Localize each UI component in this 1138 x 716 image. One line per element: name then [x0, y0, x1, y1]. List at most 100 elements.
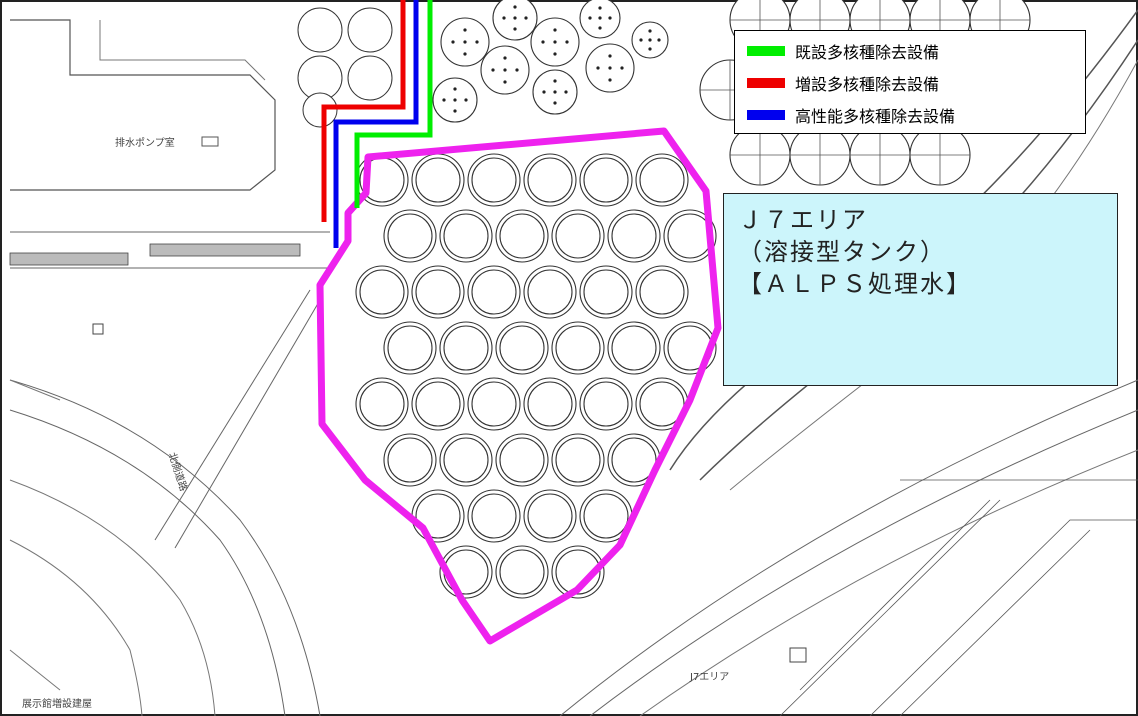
legend-swatch-red [747, 78, 785, 88]
area-contents: 【ＡＬＰＳ処理水】 [738, 270, 972, 298]
tank [387, 213, 433, 259]
tank-marker-dot [503, 56, 507, 60]
j7-area-outline [316, 127, 722, 645]
legend-item-existing-alps: 既設多核種除去設備 [747, 35, 1085, 67]
j7-tank-grid [355, 153, 717, 599]
tank [443, 213, 489, 259]
legend-label: 高性能多核種除去設備 [795, 107, 956, 126]
building-outline-top-left [10, 19, 276, 191]
tank-marker-dot [565, 40, 569, 44]
tank-crosshair [910, 125, 970, 185]
tank [415, 157, 461, 203]
tank-marker-dot [608, 78, 612, 82]
tank-marker-dot [598, 16, 602, 20]
tank [387, 325, 433, 371]
diagonal-path-1 [154, 289, 311, 541]
bottom-left-building-label: 展示館増設建屋 [22, 699, 92, 710]
tank-marker-dot [503, 68, 507, 72]
tank-marker-dot [502, 16, 506, 20]
diagonal-road-lower-2 [589, 409, 1138, 716]
tank [499, 437, 545, 483]
diagonal-road-lower-1 [559, 379, 1138, 716]
road-hatch-2 [149, 243, 301, 257]
tank-marker-dot [464, 98, 468, 102]
tank [499, 325, 545, 371]
tank [499, 549, 545, 595]
tank [471, 493, 517, 539]
tank [415, 493, 461, 539]
tank [527, 157, 573, 203]
tank [443, 437, 489, 483]
bottom-marker-box [789, 647, 807, 663]
tank [443, 325, 489, 371]
tank [555, 325, 601, 371]
tank-crosshair [850, 125, 910, 185]
j7-area-callout: Ｊ７エリア （溶接型タンク） 【ＡＬＰＳ処理水】 [723, 193, 1118, 386]
tank-marker-dot [513, 27, 517, 31]
expanded-alps-pipe [321, 0, 406, 222]
curved-road-1 [9, 379, 321, 716]
tank-marker-dot [453, 87, 457, 91]
left-edge-curve [9, 379, 61, 691]
tank-marker-dot [596, 66, 600, 70]
tank-marker-dot [553, 101, 557, 105]
tank-marker-dot [553, 79, 557, 83]
tank [611, 213, 657, 259]
tank-marker-dot [564, 90, 568, 94]
area-tank-type: （溶接型タンク） [738, 238, 946, 266]
tank [555, 213, 601, 259]
diagonal-path-2 [174, 299, 321, 549]
tank-marker-dot [553, 52, 557, 56]
pipe-routes [321, 0, 433, 248]
tank-marker-dot [598, 6, 602, 10]
tank-marker-dot [608, 54, 612, 58]
legend-item-high-performance-alps: 高性能多核種除去設備 [747, 99, 1085, 131]
tank-marker-dot [608, 66, 612, 70]
tank-crosshair [790, 125, 850, 185]
tank-marker-dot [657, 38, 661, 42]
tank [415, 269, 461, 315]
tank [611, 437, 657, 483]
tank-marker-dot [639, 38, 643, 42]
tank [471, 381, 517, 427]
legend-swatch-green [747, 46, 785, 56]
existing-tank-column [297, 7, 393, 128]
tank-marker-dot [463, 40, 467, 44]
tank-marker-dot [463, 52, 467, 56]
tank [415, 381, 461, 427]
tank-marker-dot [463, 28, 467, 32]
tank-marker-dot [524, 16, 528, 20]
tank-marker-dot [542, 90, 546, 94]
tank-marker-dot [553, 28, 557, 32]
hatched-structures [779, 479, 1138, 716]
tank [583, 493, 629, 539]
tank [527, 269, 573, 315]
tank-marker-dot [608, 16, 612, 20]
bottom-center-area-label: J7エリア [690, 672, 730, 683]
tank [555, 549, 601, 595]
tank [583, 269, 629, 315]
building-outline-inner [99, 20, 266, 81]
tank-marker-dot [553, 90, 557, 94]
curved-road-3 [9, 479, 216, 716]
tank [639, 269, 685, 315]
existing-tank-group-top [432, 0, 669, 123]
curved-road-4 [9, 539, 143, 716]
curved-road-2 [9, 409, 286, 716]
tank-marker-dot [513, 16, 517, 20]
tank [611, 325, 657, 371]
tank-marker-dot [598, 26, 602, 30]
tank-marker-dot [648, 47, 652, 51]
tank [359, 381, 405, 427]
diagonal-road-lower-3 [639, 449, 1138, 716]
tank-marker-dot [648, 38, 652, 42]
tank [499, 213, 545, 259]
tank-marker-dot [475, 40, 479, 44]
tank-marker-dot [588, 16, 592, 20]
tank [583, 157, 629, 203]
tank-crosshair [730, 125, 790, 185]
tank-marker-dot [553, 40, 557, 44]
tank [583, 381, 629, 427]
tank [387, 437, 433, 483]
